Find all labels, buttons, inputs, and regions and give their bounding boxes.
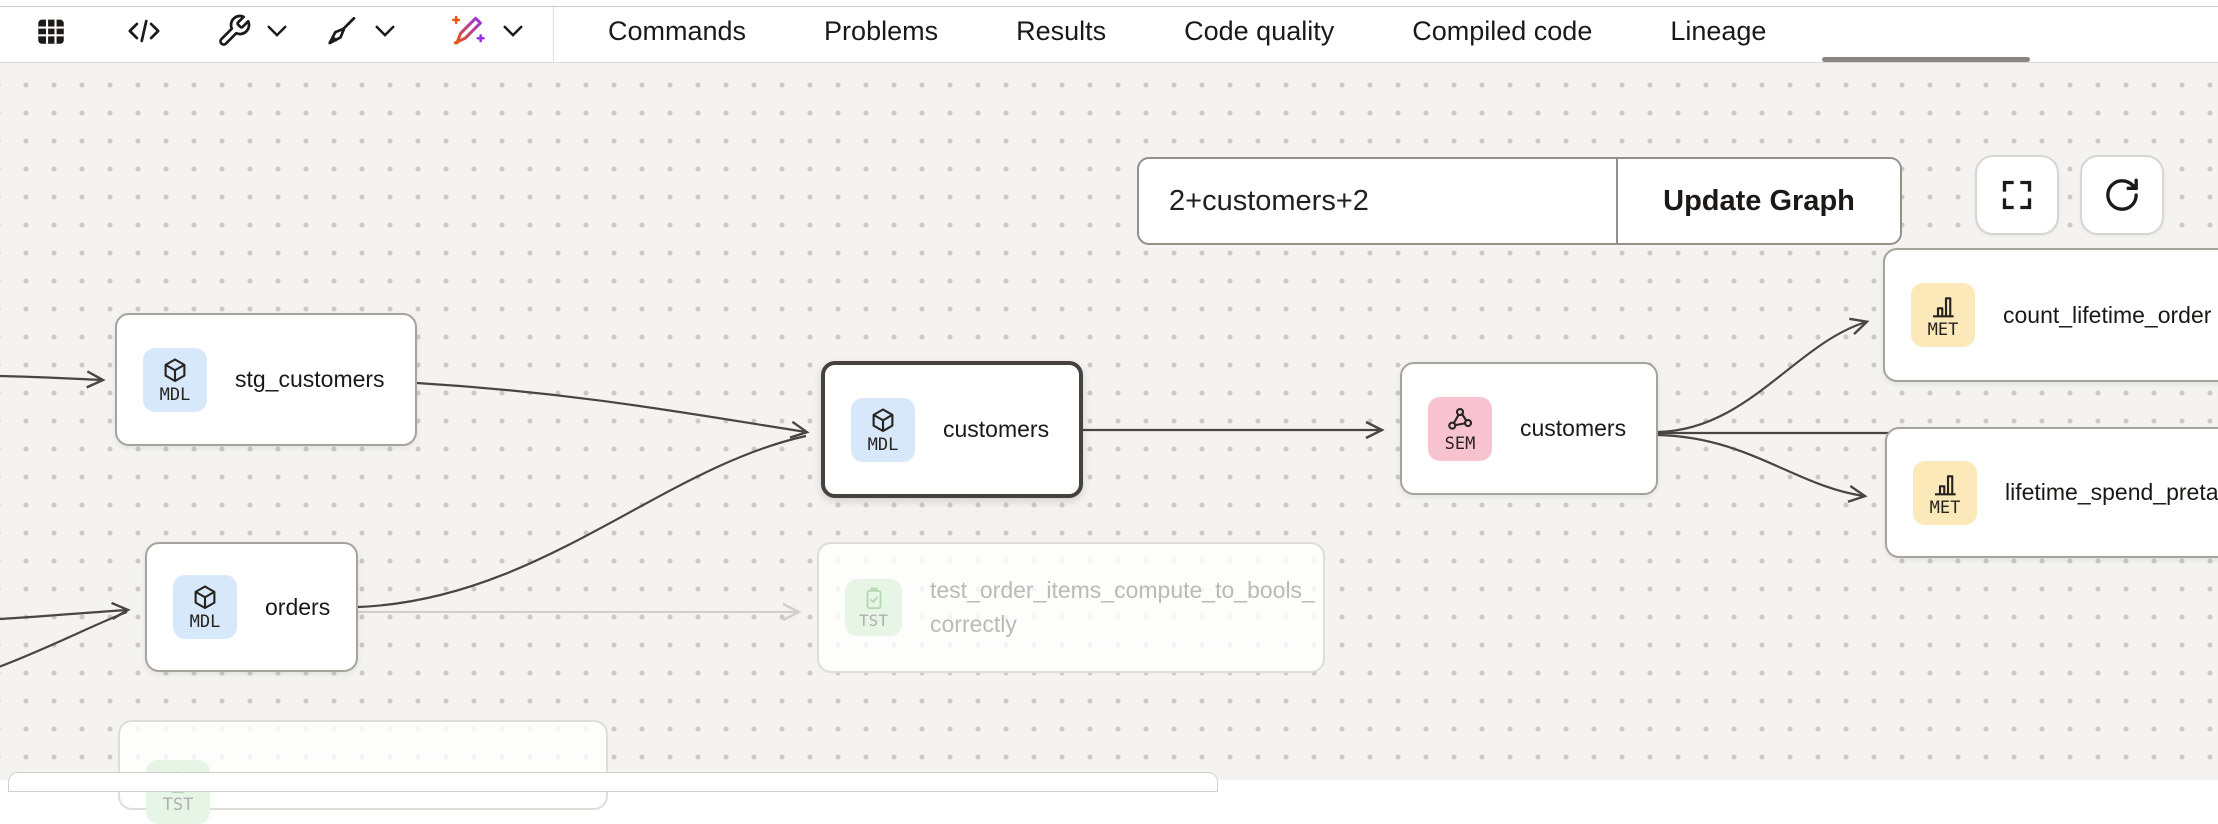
- node-lifetime-spend-pretax[interactable]: MET lifetime_spend_preta: [1885, 427, 2218, 558]
- share-network-icon: [1448, 407, 1473, 430]
- bar-chart-icon: [1933, 297, 1954, 318]
- broom-icon: [328, 16, 356, 45]
- bottom-panel[interactable]: [8, 772, 1218, 792]
- refresh-icon: [2106, 178, 2138, 211]
- wrench-icon: [219, 14, 251, 46]
- fullscreen-icon: [2002, 180, 2032, 210]
- tools-menu-button[interactable]: [216, 0, 288, 62]
- badge-label: MDL: [189, 612, 221, 632]
- badge-label: MET: [1927, 320, 1959, 340]
- badge-label: SEM: [1444, 433, 1476, 454]
- magic-pencil-icon: [452, 15, 485, 45]
- cube-icon: [194, 585, 216, 610]
- refresh-button[interactable]: [2080, 155, 2164, 235]
- node-orders[interactable]: MDL orders: [145, 542, 358, 672]
- update-graph-button[interactable]: Update Graph: [1616, 159, 1900, 243]
- tab-compiled-code[interactable]: Compiled code: [1412, 15, 1593, 46]
- node-label: customers: [943, 416, 1050, 442]
- lineage-filter-control: Update Graph: [1137, 157, 1902, 245]
- test-badge: TST: [146, 760, 210, 824]
- chevron-down-icon: [503, 25, 523, 37]
- node-label: lifetime_spend_preta: [2005, 479, 2218, 505]
- tab-problems[interactable]: Problems: [824, 15, 939, 46]
- badge-label: TST: [162, 795, 194, 815]
- node-test-partial[interactable]: TST: [118, 720, 608, 824]
- clipboard-check-icon: [866, 587, 881, 610]
- model-badge: MDL: [851, 397, 915, 462]
- node-customers-semantic[interactable]: SEM customers: [1400, 362, 1658, 495]
- badge-label: TST: [859, 611, 888, 630]
- node-label: orders: [265, 593, 331, 620]
- badge-label: MDL: [867, 434, 899, 455]
- bar-chart-icon: [1935, 474, 1956, 495]
- chevron-down-icon: [375, 25, 395, 37]
- node-label: test_order_items_compute_to_bools_correc…: [930, 577, 1315, 637]
- metric-badge: MET: [1913, 460, 1977, 525]
- node-stg-customers[interactable]: MDL stg_customers: [115, 313, 417, 446]
- model-badge: MDL: [143, 347, 207, 412]
- table-view-button[interactable]: [34, 0, 68, 62]
- clean-menu-button[interactable]: [324, 0, 396, 62]
- node-label: stg_customers: [235, 366, 385, 392]
- tab-results[interactable]: Results: [1016, 15, 1107, 46]
- chevron-down-icon: [267, 25, 287, 37]
- code-icon: [128, 19, 160, 43]
- ai-edit-menu-button[interactable]: [448, 0, 524, 62]
- active-tab-indicator: [1822, 57, 2030, 62]
- node-customers-model[interactable]: MDL customers: [821, 361, 1083, 498]
- model-badge: MDL: [173, 575, 237, 639]
- tab-code-quality[interactable]: Code quality: [1184, 15, 1335, 46]
- badge-label: MDL: [159, 384, 191, 405]
- metric-badge: MET: [1911, 283, 1975, 347]
- top-toolbar: [0, 0, 2218, 63]
- lineage-filter-input[interactable]: [1139, 159, 1616, 243]
- table-icon: [38, 19, 64, 44]
- pane-divider: [0, 6, 2218, 7]
- cube-icon: [872, 407, 894, 432]
- node-label: count_lifetime_order: [2003, 301, 2212, 328]
- toolbar-divider: [553, 7, 554, 62]
- node-label: customers: [1520, 415, 1627, 441]
- badge-label: MET: [1929, 497, 1961, 518]
- semantic-badge: SEM: [1428, 396, 1492, 461]
- node-test-order-items[interactable]: TST test_order_items_compute_to_bools_co…: [817, 542, 1325, 673]
- tab-commands[interactable]: Commands: [608, 15, 747, 46]
- tab-lineage[interactable]: Lineage: [1670, 15, 1767, 46]
- test-badge: TST: [845, 579, 902, 636]
- node-count-lifetime-orders[interactable]: MET count_lifetime_order: [1883, 248, 2218, 382]
- fullscreen-button[interactable]: [1975, 155, 2059, 235]
- tab-bar: Commands Problems Results Code quality C…: [608, 0, 1766, 62]
- code-button[interactable]: [124, 0, 164, 62]
- cube-icon: [164, 357, 186, 382]
